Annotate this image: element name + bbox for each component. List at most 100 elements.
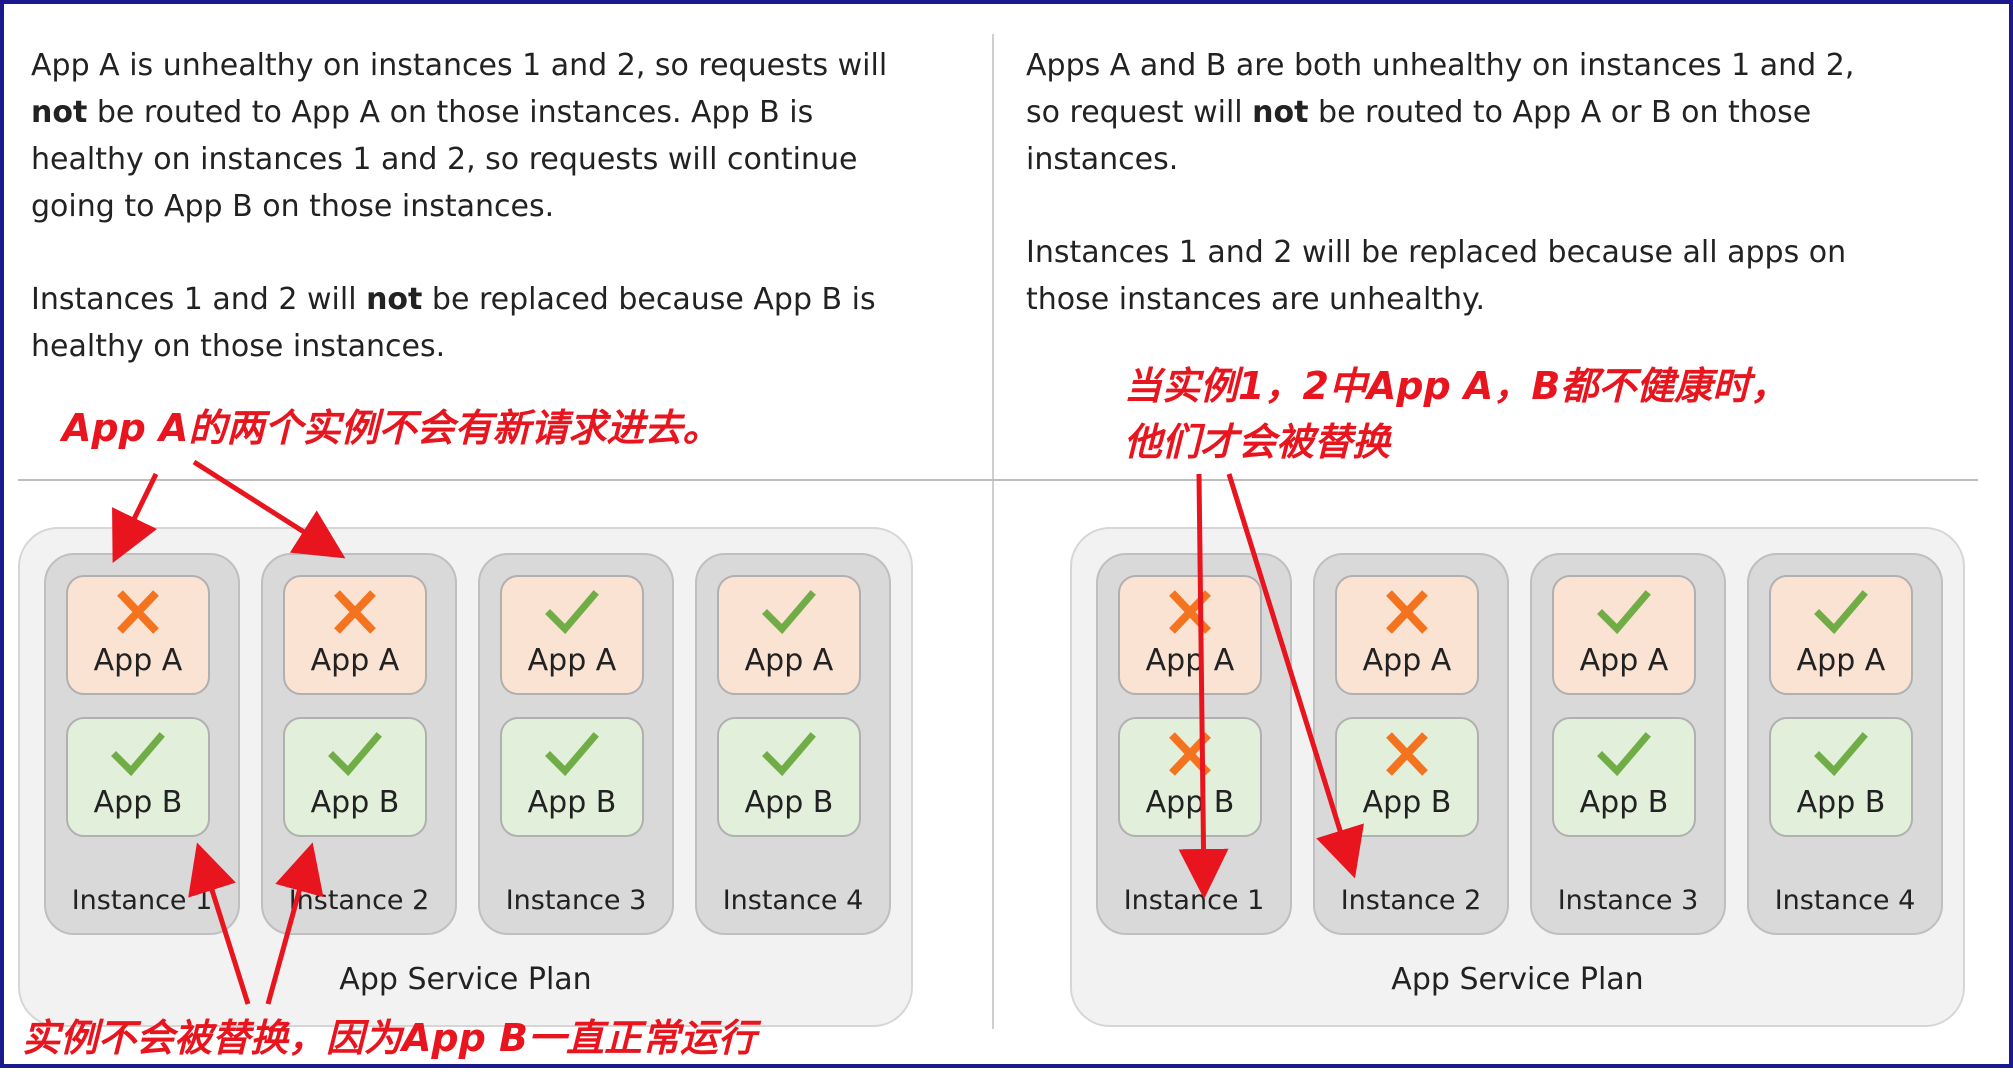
check-icon xyxy=(545,732,599,777)
app-b-tile: App B xyxy=(500,717,644,837)
app-label: App A xyxy=(1796,643,1886,678)
app-label: App A xyxy=(93,643,183,678)
right-instance-2: App A App B Instance 2 xyxy=(1313,553,1509,935)
instance-label: Instance 2 xyxy=(1340,885,1482,916)
app-a-tile: App A xyxy=(500,575,644,695)
left-plan-instance-3-app-a-status-icon xyxy=(544,587,600,637)
text-line: healthy on instances 1 and 2, so request… xyxy=(31,142,858,177)
check-icon xyxy=(762,732,816,777)
app-a-tile: App A xyxy=(1335,575,1479,695)
check-icon xyxy=(328,732,382,777)
instance-label: Instance 4 xyxy=(722,885,864,916)
app-a-tile: App A xyxy=(717,575,861,695)
right-plan-instance-3-app-a-status-icon xyxy=(1596,587,1652,637)
left-plan-instance-2-app-b-status-icon xyxy=(327,729,383,779)
app-label: App B xyxy=(1145,785,1235,820)
app-label: App A xyxy=(527,643,617,678)
left-instance-1: App A App B Instance 1 xyxy=(44,553,240,935)
app-b-tile: App B xyxy=(717,717,861,837)
app-b-tile: App B xyxy=(1335,717,1479,837)
app-a-tile: App A xyxy=(66,575,210,695)
left-instance-4: App A App B Instance 4 xyxy=(695,553,891,935)
check-icon xyxy=(1597,732,1651,777)
text-line: be routed to App A on those instances. A… xyxy=(87,95,814,130)
app-b-tile: App B xyxy=(1552,717,1696,837)
app-b-tile: App B xyxy=(66,717,210,837)
app-label: App B xyxy=(527,785,617,820)
app-label: App A xyxy=(1362,643,1452,678)
instance-label: Instance 1 xyxy=(71,885,213,916)
app-b-tile: App B xyxy=(283,717,427,837)
text-line: going to App B on those instances. xyxy=(31,189,555,224)
text-line: be replaced because App B is xyxy=(422,282,876,317)
cross-icon xyxy=(334,590,376,634)
app-label: App B xyxy=(1579,785,1669,820)
right-plan-instance-4-app-a-status-icon xyxy=(1813,587,1869,637)
instance-label: Instance 1 xyxy=(1123,885,1265,916)
instance-label: Instance 2 xyxy=(288,885,430,916)
check-icon xyxy=(1814,590,1868,635)
check-icon xyxy=(111,732,165,777)
check-icon xyxy=(545,590,599,635)
bold-text: not xyxy=(1252,95,1309,130)
text-line: Instances 1 and 2 will xyxy=(31,282,367,317)
app-label: App B xyxy=(744,785,834,820)
app-label: App B xyxy=(310,785,400,820)
left-bottom-annotation: 实例不会被替换，因为App B一直正常运行 xyxy=(22,1016,757,1060)
app-b-tile: App B xyxy=(1769,717,1913,837)
bold-text: not xyxy=(366,282,423,317)
left-instance-3: App A App B Instance 3 xyxy=(478,553,674,935)
text-line: healthy on those instances. xyxy=(31,329,446,364)
vertical-divider xyxy=(992,34,994,1029)
left-top-annotation: App A的两个实例不会有新请求进去。 xyxy=(62,406,721,450)
app-a-tile: App A xyxy=(1118,575,1262,695)
right-plan-instance-4-app-b-status-icon xyxy=(1813,729,1869,779)
right-instance-4: App A App B Instance 4 xyxy=(1747,553,1943,935)
left-plan-instance-1-app-b-status-icon xyxy=(110,729,166,779)
right-plan-instance-2-app-a-status-icon xyxy=(1379,587,1435,637)
text-line: be routed to App A or B on those xyxy=(1308,95,1812,130)
app-label: App A xyxy=(744,643,834,678)
app-label: App A xyxy=(1579,643,1669,678)
right-instance-1: App A App B Instance 1 xyxy=(1096,553,1292,935)
right-annotation-line-1: 当实例1，2中App A，B都不健康时， xyxy=(1124,364,1789,408)
right-plan-instance-3-app-b-status-icon xyxy=(1596,729,1652,779)
left-plan-instance-3-app-b-status-icon xyxy=(544,729,600,779)
left-paragraph-1: App A is unhealthy on instances 1 and 2,… xyxy=(31,42,887,230)
right-paragraph-1: Apps A and B are both unhealthy on insta… xyxy=(1026,42,1854,183)
left-plan-instance-4-app-b-status-icon xyxy=(761,729,817,779)
check-icon xyxy=(1597,590,1651,635)
cross-icon xyxy=(1386,590,1428,634)
right-annotation-line-2: 他们才会被替换 xyxy=(1124,420,1391,464)
right-plan-instance-2-app-b-status-icon xyxy=(1379,729,1435,779)
instance-label: Instance 3 xyxy=(1557,885,1699,916)
plan-label: App Service Plan xyxy=(1391,962,1644,997)
left-plan-instance-1-app-a-status-icon xyxy=(110,587,166,637)
right-plan-instance-1-app-a-status-icon xyxy=(1162,587,1218,637)
app-a-tile: App A xyxy=(1769,575,1913,695)
app-label: App B xyxy=(1362,785,1452,820)
check-icon xyxy=(762,590,816,635)
plan-label: App Service Plan xyxy=(339,962,592,997)
right-app-service-plan: App A App B Instance 1 App A App B Insta… xyxy=(1070,527,1965,1027)
cross-icon xyxy=(117,590,159,634)
left-paragraph-2: Instances 1 and 2 will not be replaced b… xyxy=(31,276,876,370)
right-annotation: 当实例1，2中App A，B都不健康时， 他们才会被替换 xyxy=(1124,358,1788,470)
left-plan-instance-4-app-a-status-icon xyxy=(761,587,817,637)
left-plan-instance-2-app-a-status-icon xyxy=(327,587,383,637)
cross-icon xyxy=(1386,732,1428,776)
app-a-tile: App A xyxy=(283,575,427,695)
text-line: Apps A and B are both unhealthy on insta… xyxy=(1026,48,1855,83)
app-label: App A xyxy=(310,643,400,678)
horizontal-divider xyxy=(18,479,1978,481)
cross-icon xyxy=(1169,590,1211,634)
bold-text: not xyxy=(31,95,88,130)
text-line: those instances are unhealthy. xyxy=(1026,282,1486,317)
right-plan-instance-1-app-b-status-icon xyxy=(1162,729,1218,779)
left-app-service-plan: App A App B Instance 1 App A App B Insta… xyxy=(18,527,913,1027)
cross-icon xyxy=(1169,732,1211,776)
right-instance-3: App A App B Instance 3 xyxy=(1530,553,1726,935)
text-line: App A is unhealthy on instances 1 and 2,… xyxy=(31,48,888,83)
app-label: App B xyxy=(1796,785,1886,820)
app-a-tile: App A xyxy=(1552,575,1696,695)
